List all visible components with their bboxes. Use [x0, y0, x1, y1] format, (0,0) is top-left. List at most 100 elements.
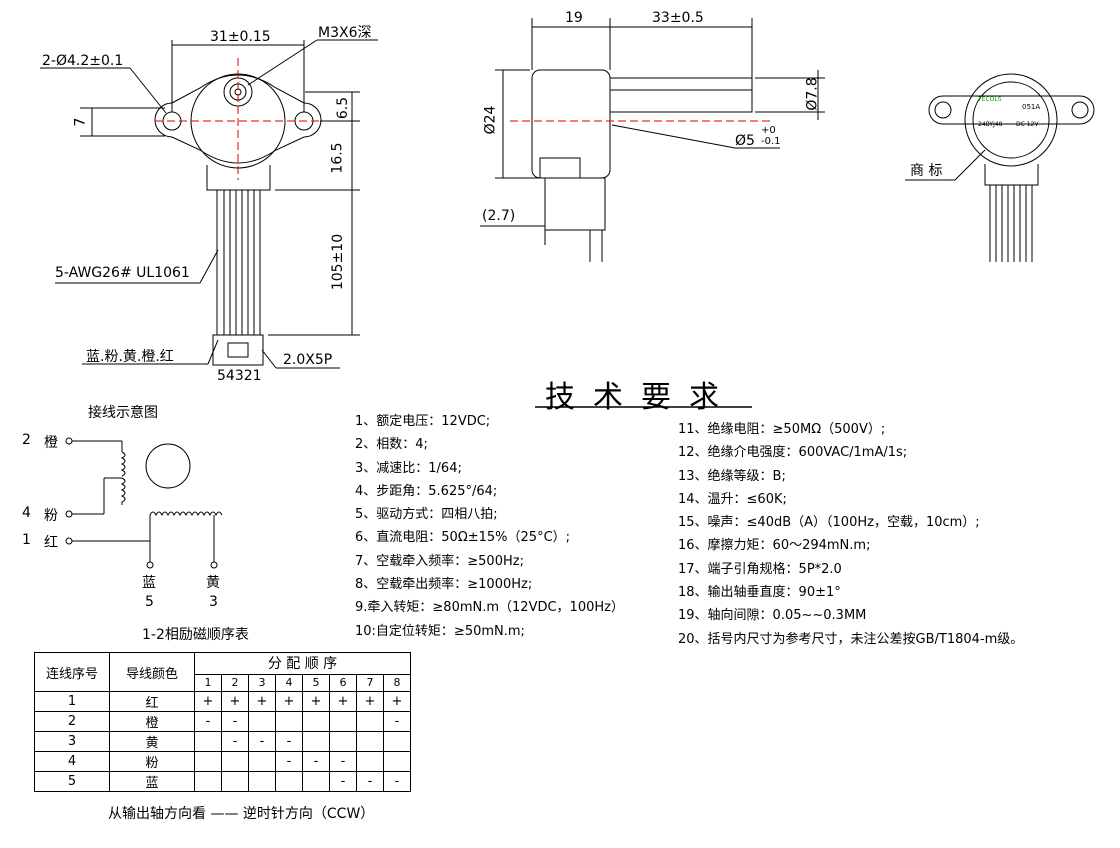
req-item: 3、减速比：1/64;: [355, 460, 462, 476]
top-flange: [928, 95, 1095, 125]
terminal-num-4: 4: [22, 505, 31, 521]
dim-33: 33±0.5: [652, 10, 704, 26]
dim-hole-spacing: 31±0.15: [210, 29, 271, 45]
wire-number: 4: [34, 751, 110, 772]
req-item: 10:自定位转矩：≥50mN.m;: [355, 623, 525, 639]
wire-color: 粉: [109, 751, 195, 772]
table-row: 2 橙 - - -: [34, 711, 411, 732]
wire-color: 橙: [109, 711, 195, 732]
step-header: 5: [302, 673, 330, 693]
wiring-title: 接线示意图: [88, 405, 158, 421]
req-item: 8、空载牵出频率：≥1000Hz;: [355, 577, 533, 593]
req-item: 4、步距角：5.625°/64;: [355, 483, 498, 499]
dia-24: Ø24: [482, 105, 499, 135]
req-item: 18、输出轴垂直度：90±1°: [678, 585, 841, 601]
req-item: 5、驱动方式：四相八拍;: [355, 507, 498, 523]
req-item: 20、括号内尺寸为参考尺寸，未注公差按GB/T1804-m级。: [678, 631, 1024, 647]
direction-footnote: 从输出轴方向看 —— 逆时针方向（CCW）: [108, 806, 375, 822]
seq-cell: -: [329, 771, 357, 792]
seq-cell: [275, 771, 303, 792]
req-item: 19、轴向间隙：0.05~~0.3MM: [678, 608, 867, 624]
terminal-color-red: 红: [44, 535, 58, 551]
dia-5-tol-lower: -0.1: [761, 136, 781, 147]
wire-number: 3: [34, 731, 110, 752]
sequence-table: 连线序号 导线颜色 分 配 顺 序 1 2 3 4 5 6 7 8 1 红 + …: [34, 652, 411, 792]
req-item: 12、绝缘介电强度：600VAC/1mA/1s;: [678, 445, 908, 461]
seq-cell: [302, 711, 330, 732]
wire-color: 黄: [109, 731, 195, 752]
seq-cell: +: [248, 691, 276, 712]
table-row: 4 粉 - - -: [34, 751, 411, 772]
dia-5-tol-upper: +0: [761, 125, 776, 136]
wire-number: 5: [34, 771, 110, 792]
dia-7-8: Ø7.8: [804, 77, 821, 111]
connector-spec: 2.0X5P: [283, 352, 333, 368]
req-item: 1、额定电压：12VDC;: [355, 414, 491, 429]
step-header: 1: [194, 673, 222, 693]
seq-cell: [194, 771, 222, 792]
seq-cell: [248, 771, 276, 792]
seq-cell: +: [329, 691, 357, 712]
requirements-right: 11、绝缘电阻：≥50MΩ（500V）; 12、绝缘介电强度：600VAC/1m…: [678, 418, 1023, 651]
connector-pin-numbers: 54321: [217, 368, 262, 384]
seq-cell: +: [275, 691, 303, 712]
terminal-num-1: 1: [22, 532, 31, 548]
header-wire-number: 连线序号: [34, 652, 110, 692]
lead-wires: [216, 190, 261, 335]
seq-cell: [221, 751, 249, 772]
wire-color: 蓝: [109, 771, 195, 792]
sequence-table-caption: 1-2相励磁顺序表: [142, 627, 249, 643]
wire-spec-label: 5-AWG26# UL1061: [55, 265, 190, 281]
req-item: 16、摩擦力矩：60～294mN.m;: [678, 538, 871, 554]
mounting-flange: [154, 74, 322, 164]
seq-cell: [248, 711, 276, 732]
requirements-left: 1、额定电压：12VDC; 2、相数：4; 3、减速比：1/64; 4、步距角：…: [355, 410, 624, 643]
seq-cell: [248, 751, 276, 772]
wire-exit: [206, 165, 271, 191]
label-voltage: DC 12V: [1016, 121, 1039, 128]
seq-cell: -: [275, 731, 303, 752]
table-row: 3 黄 - - -: [34, 731, 411, 752]
dia-5: Ø5: [735, 133, 755, 149]
seq-cell: [356, 731, 384, 752]
seq-cell: -: [275, 751, 303, 772]
seq-cell: [383, 731, 411, 752]
seq-cell: [383, 751, 411, 772]
table-row: 1 红 + + + + + + + +: [34, 691, 411, 712]
seq-cell: -: [329, 751, 357, 772]
seq-cell: [329, 711, 357, 732]
wire-colors-label: 蓝.粉.黄.橙.红: [86, 349, 174, 365]
seq-cell: -: [221, 711, 249, 732]
req-item: 17、端子引角规格：5P*2.0: [678, 561, 842, 577]
requirements-title: 技术要求: [545, 380, 737, 415]
dim-19: 19: [565, 10, 583, 26]
dim-6-5: 6.5: [335, 96, 352, 120]
req-item: 2、相数：4;: [355, 437, 428, 453]
label-model: 24BYJ48: [978, 121, 1003, 128]
terminal-num-5: 5: [145, 594, 154, 610]
seq-cell: [356, 751, 384, 772]
req-item: 7、空载牵入频率：≥500Hz;: [355, 553, 524, 569]
table-row: 5 蓝 - - -: [34, 771, 411, 792]
req-item: 11、绝缘电阻：≥50MΩ（500V）;: [678, 422, 886, 437]
step-header: 8: [383, 673, 411, 693]
seq-cell: -: [248, 731, 276, 752]
dim-screw: M3X6深: [318, 25, 372, 41]
req-item: 15、噪声：≤40dB（A）（100Hz，空载，10cm）;: [678, 515, 980, 531]
side-wire-block: [539, 157, 581, 178]
seq-cell: -: [221, 731, 249, 752]
step-header: 2: [221, 673, 249, 693]
seq-cell: +: [221, 691, 249, 712]
top-body: [964, 73, 1058, 167]
dim-holes: 2-Ø4.2±0.1: [42, 53, 124, 69]
step-header: 3: [248, 673, 276, 693]
seq-cell: [194, 751, 222, 772]
dim-2-7: (2.7): [482, 208, 516, 224]
dim-7: 7: [72, 117, 89, 127]
seq-cell: -: [356, 771, 384, 792]
dim-lead-length: 105±10: [330, 233, 347, 291]
side-body: [531, 69, 611, 179]
req-item: 9.牵入转矩：≥80mN.m（12VDC，100Hz）: [355, 600, 624, 616]
terminal-color-orange: 橙: [44, 435, 58, 451]
